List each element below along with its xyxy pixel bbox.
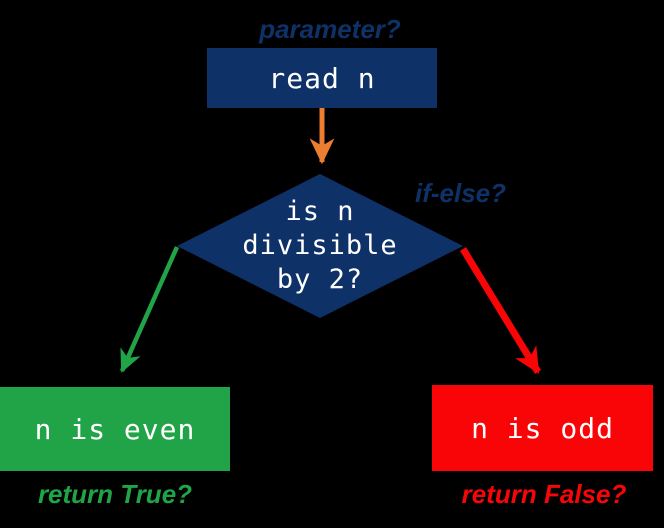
annotation-if-else: if-else? [415,178,507,208]
node-n-is-even: n is even [0,387,230,471]
annotation-return-true: return True? [37,479,193,509]
node-read-n-label: read n [268,61,376,95]
node-n-is-odd: n is odd [432,385,653,471]
node-n-is-even-label: n is even [34,412,196,446]
decision-line-1: is n [285,196,355,227]
node-read-n: read n [207,48,437,108]
annotation-parameter: parameter? [259,14,401,44]
node-decision-label: is n divisible by 2? [200,195,440,297]
decision-line-3: by 2? [276,264,364,295]
decision-diamond [177,174,463,318]
node-n-is-odd-label: n is odd [471,411,614,445]
arrow-decision-to-odd [460,247,541,374]
annotation-return-false: return False? [461,479,627,509]
arrow-decision-to-even [119,246,180,373]
decision-line-2: divisible [242,230,398,261]
